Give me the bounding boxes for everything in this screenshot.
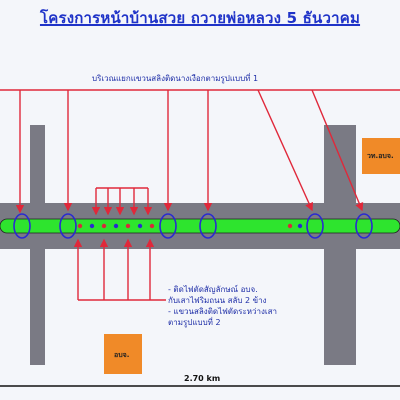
marker-3: [159, 213, 177, 239]
marker-5: [306, 213, 324, 239]
bottom-annotation-line-3: - แขวนสลิงติดไฟตัดระหว่างเสา: [168, 307, 278, 316]
bottom-callout-arrows: [73, 238, 166, 301]
building-top-right-label: วท.อบจ.: [367, 152, 394, 160]
marker-4: [199, 213, 217, 239]
bottom-annotation: - ติดไฟตัดสัญลักษณ์ อบจ. กับเสาไฟริมถนน …: [168, 284, 277, 328]
marker-6: [355, 213, 373, 239]
top-annotation: บริเวณแยกแขวนสลิงติดนางเงือกตามรูปแบบที่…: [92, 74, 259, 83]
bottom-annotation-line-1: - ติดไฟตัดสัญลักษณ์ อบจ.: [168, 285, 258, 294]
lamp-dots: [77, 223, 303, 229]
scale-label: 2.70 km: [184, 374, 221, 383]
building-bottom-left: [104, 334, 142, 374]
building-top-right: [362, 138, 400, 174]
bottom-annotation-line-4: ตามรูปแบบที่ 2: [168, 318, 221, 327]
lighting-markers: [13, 213, 373, 239]
top-callout-arrows: [0, 89, 400, 214]
building-bottom-left-label: อบจ.: [114, 351, 130, 359]
bottom-annotation-line-2: กับเสาไฟริมถนน สลับ 2 ข้าง: [168, 296, 267, 305]
dot-group-arrows: [91, 187, 153, 216]
page-title: โครงการหน้าบ้านสวย ถวายพ่อหลวง 5 ธันวาคม: [39, 9, 361, 27]
marker-2: [59, 213, 77, 239]
marker-1: [13, 213, 31, 239]
